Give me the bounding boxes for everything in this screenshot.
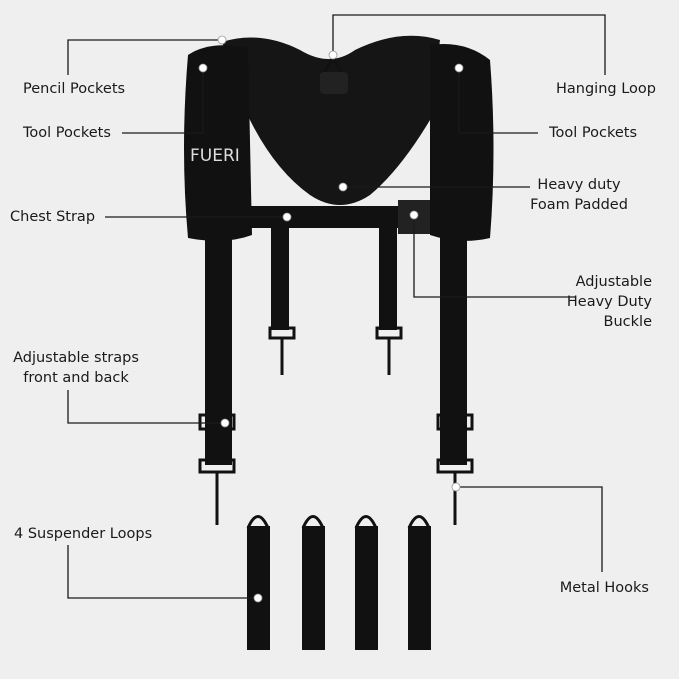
suspender-loop-3: [355, 526, 378, 650]
label-line: Buckle: [603, 314, 652, 330]
label-pencil-pockets: Pencil Pockets: [23, 81, 126, 97]
label-metal-hooks: Metal Hooks: [559, 580, 649, 596]
label-chest-strap: Chest Strap: [10, 209, 96, 225]
label-tool-pockets-right: Tool Pockets: [549, 125, 637, 141]
marker-dots: [198, 35, 464, 603]
label-line: Heavy duty: [537, 177, 621, 193]
label-line: Heavy Duty: [566, 294, 652, 310]
suspender-loop-1: [247, 526, 270, 650]
label-line: Foam Padded: [530, 197, 628, 213]
brand-logo: FUERI: [190, 146, 240, 166]
tool-harness-image: [184, 35, 494, 650]
suspender-loop-2: [302, 526, 325, 650]
label-adjustable-straps: Adjustable straps front and back: [12, 348, 140, 388]
label-tool-pockets-left: Tool Pockets: [23, 125, 111, 141]
label-suspender-loops: 4 Suspender Loops: [14, 526, 153, 542]
label-hanging-loop: Hanging Loop: [556, 81, 656, 97]
label-buckle: Adjustable Heavy Duty Buckle: [567, 272, 652, 332]
label-line: Adjustable straps: [13, 350, 139, 366]
leader-lines: [67, 14, 606, 599]
suspender-loop-4: [408, 526, 431, 650]
label-line: Adjustable: [575, 274, 652, 290]
label-line: front and back: [23, 370, 129, 386]
label-foam-padded: Heavy duty Foam Padded: [524, 175, 634, 215]
